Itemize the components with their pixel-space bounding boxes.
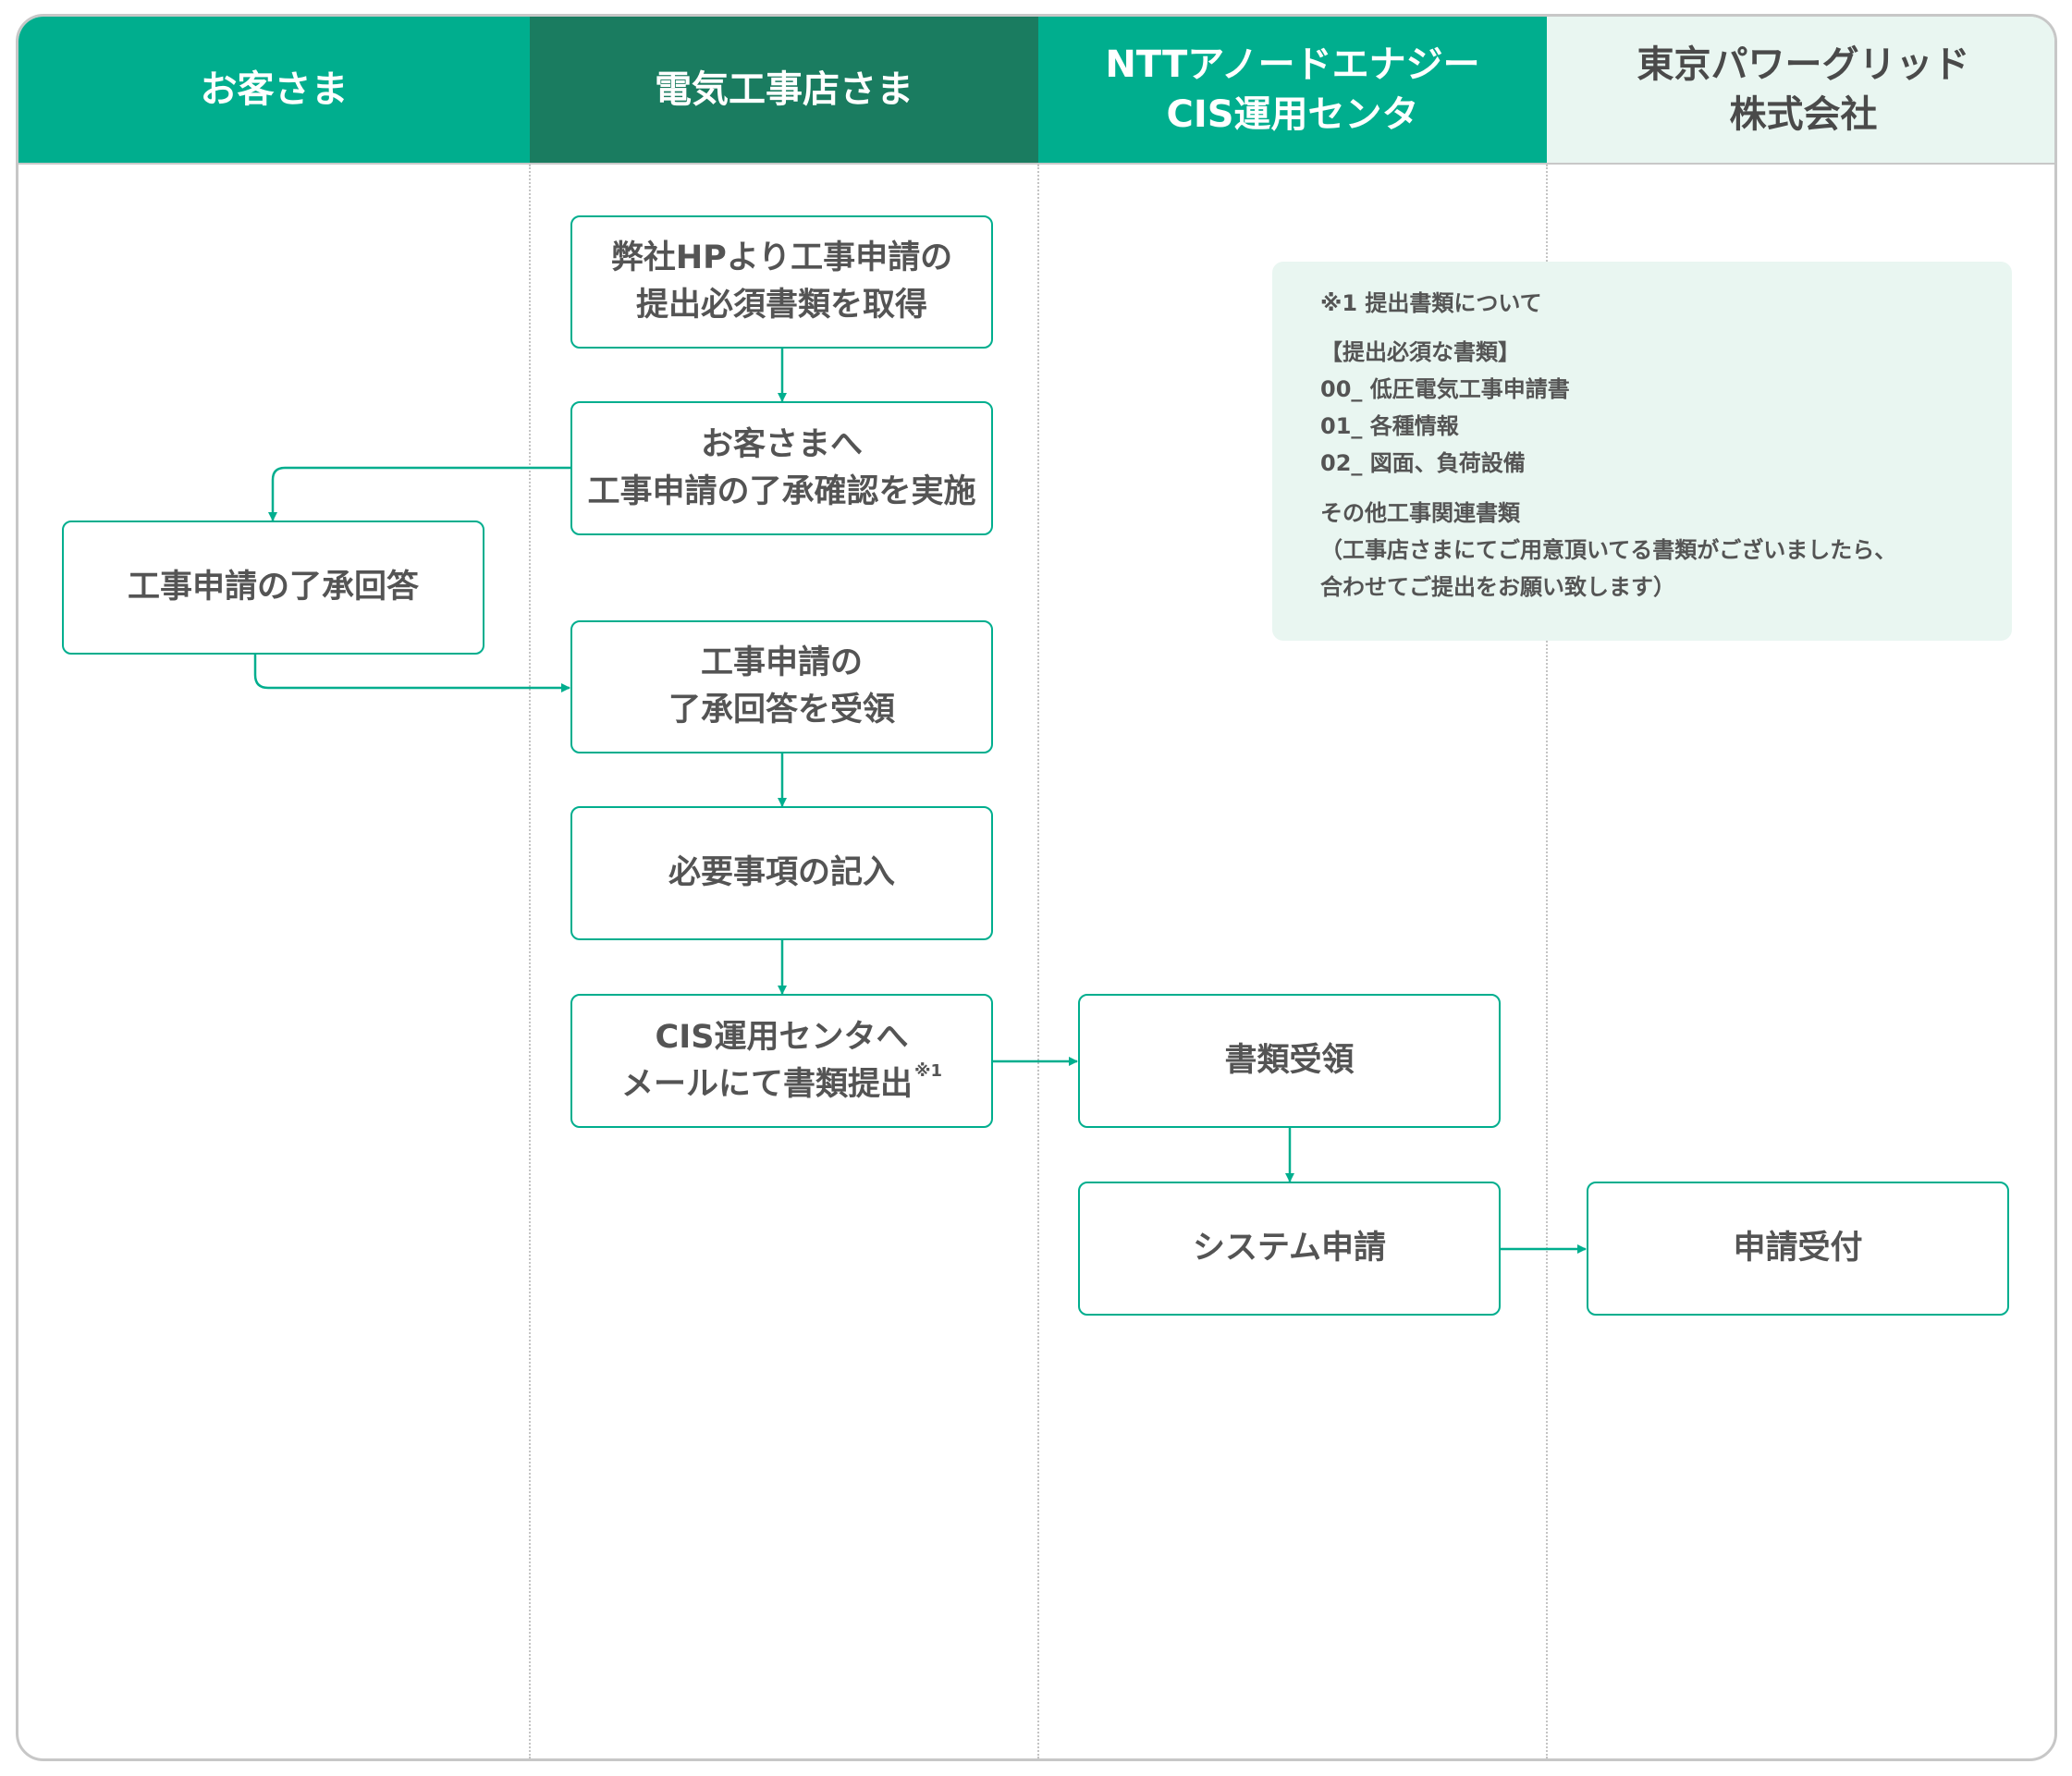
note-required-item: 01_ 各種情報 xyxy=(1320,413,1459,439)
note-title: ※1 提出書類について xyxy=(1320,290,1542,316)
step-approve-reply: 工事申請の了承回答 xyxy=(62,521,484,655)
note-other-line: （工事店さまにてご用意頂いてる書類がございましたら、 xyxy=(1320,537,1897,563)
lane-header-contractor: 電気工事店さま xyxy=(530,17,1038,163)
header-divider xyxy=(18,163,2054,165)
note-box: ※1 提出書類について 【提出必須な書類】 00_ 低圧電気工事申請書 01_ … xyxy=(1272,262,2012,641)
lane-header-ntt: NTTアノードエナジー CIS運用センタ xyxy=(1038,17,1547,163)
note-required-item: 00_ 低圧電気工事申請書 xyxy=(1320,376,1570,402)
lane-separator xyxy=(1546,165,1548,1758)
step-receive-approval: 工事申請の 了承回答を受領 xyxy=(570,620,993,753)
step-submit-email-label: CIS運用センタへ メールにて書類提出 xyxy=(620,1018,913,1103)
step-accept-apply: 申請受付 xyxy=(1587,1182,2009,1316)
step-obtain-docs: 弊社HPより工事申請の 提出必須書類を取得 xyxy=(570,215,993,349)
arrow-confirm-to-approve xyxy=(268,466,570,521)
arrow-approve-to-receive xyxy=(253,655,570,692)
footnote-mark: ※1 xyxy=(913,1060,943,1081)
lane-header-customer: お客さま xyxy=(18,17,530,163)
step-fill-items: 必要事項の記入 xyxy=(570,806,993,940)
step-system-apply: システム申請 xyxy=(1078,1182,1501,1316)
lane-separator xyxy=(529,165,531,1758)
step-submit-email: CIS運用センタへ メールにて書類提出※1 xyxy=(570,994,993,1128)
step-confirm-request: お客さまへ 工事申請の了承確認を実施 xyxy=(570,401,993,535)
note-required-heading: 【提出必須な書類】 xyxy=(1320,339,1520,365)
step-receive-docs: 書類受領 xyxy=(1078,994,1501,1128)
lane-header-tepco: 東京パワーグリッド 株式会社 xyxy=(1547,17,2054,163)
lane-separator xyxy=(1037,165,1039,1758)
note-required-item: 02_ 図面、負荷設備 xyxy=(1320,450,1526,476)
note-other-heading: その他工事関連書類 xyxy=(1320,500,1520,526)
note-other-line: 合わせてご提出をお願い致します） xyxy=(1320,574,1675,600)
